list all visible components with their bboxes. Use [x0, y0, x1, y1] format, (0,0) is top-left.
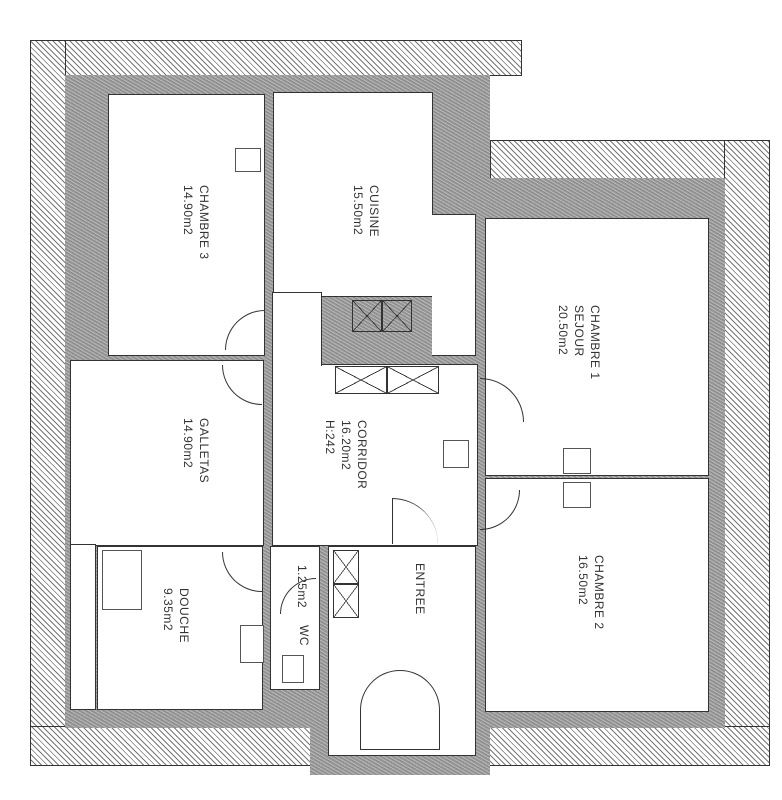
room-area: 1.25m2 [295, 565, 309, 609]
room-name: CHAMBRE 1 [588, 305, 602, 380]
room-cuisine-alcove [432, 214, 476, 356]
sink-chambre-2 [563, 482, 591, 508]
room-area: 16.20m2 [339, 420, 353, 471]
sink-chambre-3 [235, 148, 261, 172]
roof-left [30, 40, 66, 766]
room-name: WC [297, 625, 311, 646]
sink-chambre-1 [563, 448, 591, 474]
room-area: 16.50m2 [576, 555, 590, 606]
room-chambre-3 [108, 94, 265, 356]
duct-corridor-1 [335, 366, 387, 394]
room-cuisine [273, 92, 433, 297]
room-name: GALLETAS [197, 418, 211, 484]
roof-top-right [490, 140, 770, 180]
duct-entree-1 [333, 550, 359, 584]
room-name: CHAMBRE 2 [592, 555, 606, 630]
duct-corridor-2 [387, 366, 439, 394]
washbasin [240, 625, 264, 663]
roof-top [30, 40, 522, 76]
room-area: 14.90m2 [181, 185, 195, 236]
room-name: CORRIDOR [355, 420, 369, 490]
room-area: 9.35m2 [161, 588, 175, 632]
room-galletas-strip [70, 544, 96, 710]
room-area: 14.90m2 [181, 418, 195, 469]
duct-cuisine-2 [382, 300, 412, 332]
staircase [360, 670, 440, 750]
room-chambre-2 [485, 478, 709, 712]
label-wc: WC [296, 625, 312, 646]
room-height: H:242 [323, 420, 337, 455]
room-name: CHAMBRE 3 [197, 185, 211, 260]
sink-corridor [443, 440, 469, 468]
roof-right [724, 140, 770, 766]
room-area: 20.50m2 [556, 305, 570, 356]
room-chambre-1 [485, 218, 709, 476]
room-sub: SEJOUR [572, 305, 586, 357]
duct-cuisine-1 [352, 300, 382, 332]
bathtub [102, 550, 142, 610]
toilet [282, 655, 304, 683]
label-wc-area: 1.25m2 [294, 565, 310, 608]
room-area: 15.50m2 [351, 185, 365, 236]
label-entree: ENTREE [412, 563, 428, 615]
room-corridor-upper [272, 292, 322, 366]
room-name: CUISINE [367, 185, 381, 238]
duct-entree-2 [333, 584, 359, 618]
room-name: ENTREE [413, 563, 427, 615]
room-name: DOUCHE [177, 588, 191, 644]
